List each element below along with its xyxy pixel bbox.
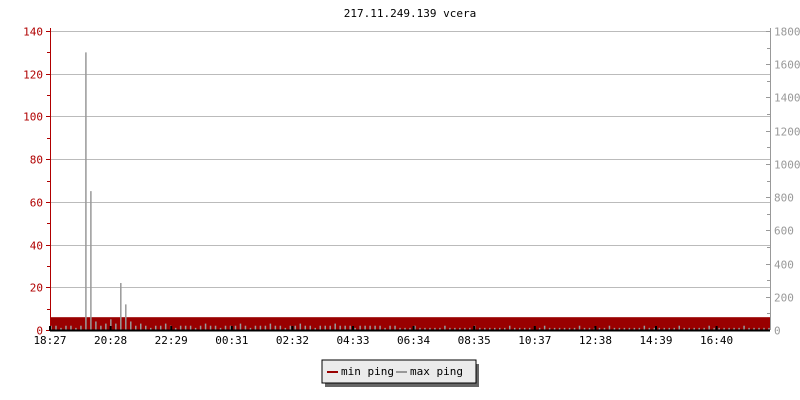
y-left-tick-label: 140: [23, 26, 43, 39]
x-tick-label: 04:33: [336, 334, 369, 347]
x-tick-label: 16:40: [700, 334, 733, 347]
y-right-tick-label: 600: [774, 225, 794, 238]
y-right-tick-label: 1400: [774, 92, 800, 105]
y-right-tick-label: 1800: [774, 26, 800, 39]
y-right-tick-label: 1200: [774, 126, 800, 139]
y-right-tick-label: 1600: [774, 59, 800, 72]
y-right-tick-label: 800: [774, 192, 794, 205]
y-left-tick-label: 20: [30, 282, 43, 295]
x-tick-label: 22:29: [155, 334, 188, 347]
y-left-tick-label: 0: [36, 325, 43, 338]
legend-label-min-ping: min ping: [341, 365, 394, 378]
x-tick-label: 02:32: [276, 334, 309, 347]
y-left-tick-label: 100: [23, 111, 43, 124]
x-tick-label: 20:28: [94, 334, 127, 347]
series-marks: [50, 52, 770, 330]
legend-swatch-max-ping: [396, 371, 407, 373]
legend-label-max-ping: max ping: [410, 365, 463, 378]
y-left-tick-label: 120: [23, 69, 43, 82]
y-left-tick-label: 40: [30, 240, 43, 253]
chart-title: 217.11.249.139 vcera: [344, 7, 476, 20]
y-right-tick-label: 1000: [774, 159, 800, 172]
y-right-tick-label: 200: [774, 292, 794, 305]
y-left-tick-label: 60: [30, 197, 43, 210]
x-tick-label: 18:27: [33, 334, 66, 347]
axes: 0204060801001201400200400600800100012001…: [23, 26, 800, 348]
legend: min ping max ping: [321, 359, 479, 387]
x-tick-label: 10:37: [518, 334, 551, 347]
x-tick-label: 08:35: [458, 334, 491, 347]
legend-swatch-min-ping: [327, 371, 338, 373]
y-left-tick-label: 80: [30, 154, 43, 167]
y-right-tick-label: 0: [774, 325, 781, 338]
x-tick-label: 14:39: [639, 334, 672, 347]
x-tick-label: 12:38: [579, 334, 612, 347]
x-tick-label: 00:31: [215, 334, 248, 347]
x-tick-label: 06:34: [397, 334, 430, 347]
y-right-tick-label: 400: [774, 259, 794, 272]
grid: [50, 31, 770, 288]
